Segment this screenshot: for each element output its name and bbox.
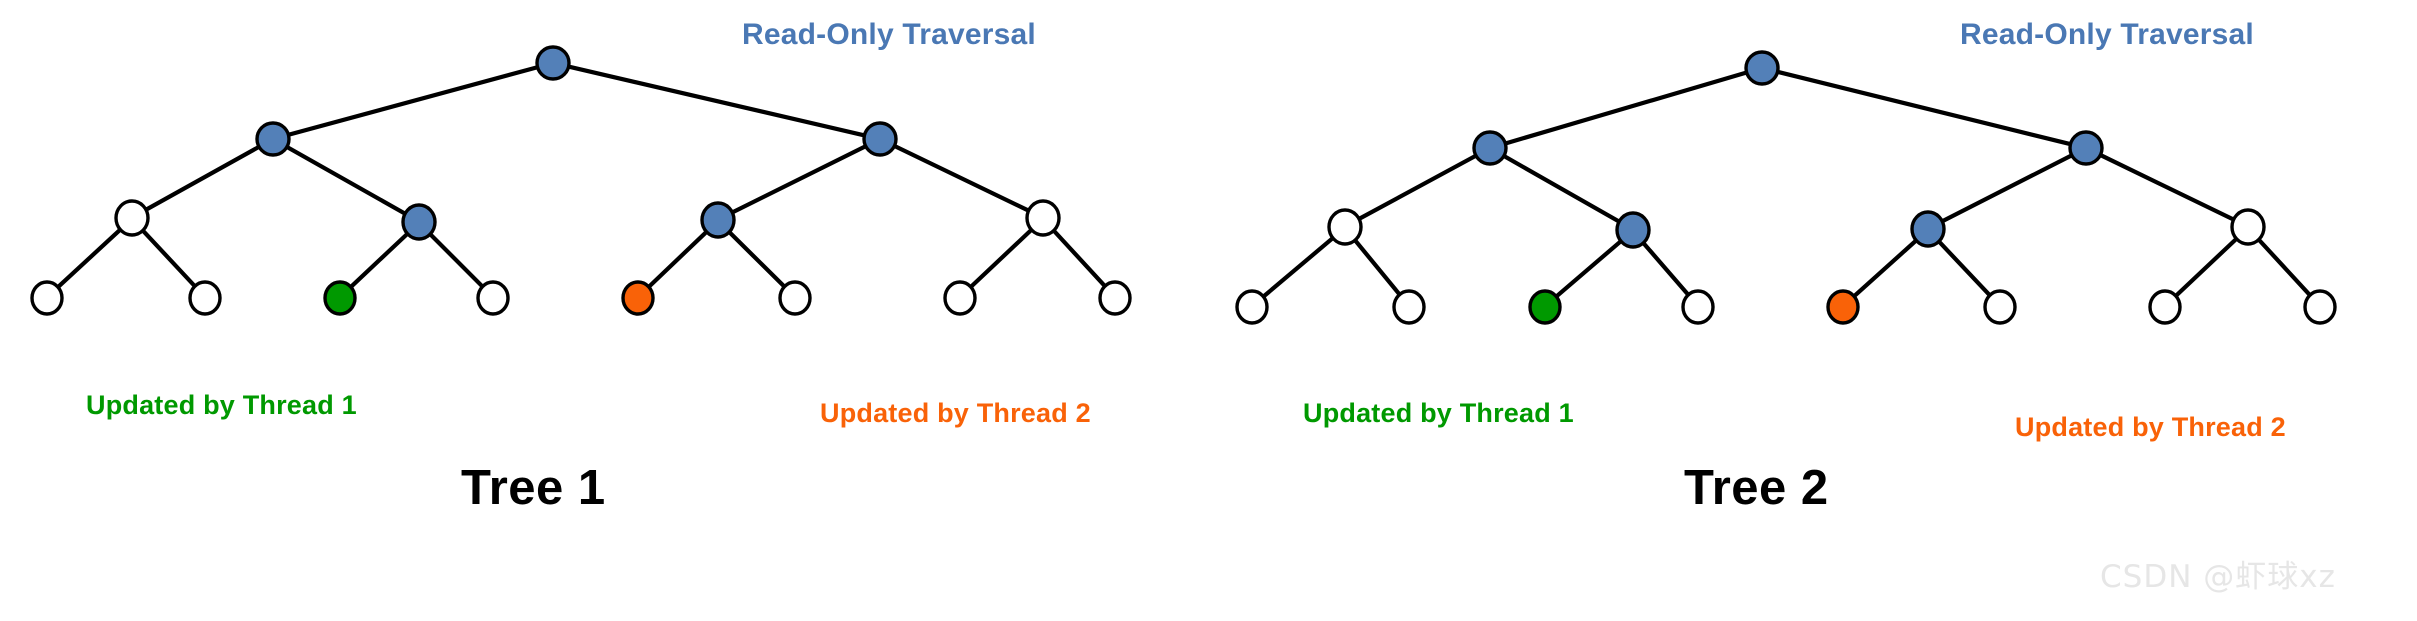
tree-edge (1050, 227, 1108, 290)
tree-edge (1260, 235, 1336, 300)
leaf-node-8[interactable] (1098, 280, 1132, 316)
tree-edge (54, 226, 124, 291)
root-node[interactable] (1744, 50, 1780, 86)
tree-1-read-only-traversal-label: Read-Only Traversal (742, 18, 1036, 51)
tree-2-updated-by-thread-2-label: Updated by Thread 2 (2015, 412, 2286, 442)
tree-1-updated-by-thread-2-label: Updated by Thread 2 (820, 398, 1091, 428)
tree-1-updated-by-thread-1-label: Updated by Thread 1 (86, 390, 357, 420)
leaf-node-2[interactable] (1392, 289, 1426, 325)
level2-node-1[interactable] (1327, 208, 1363, 246)
leaf-node-6[interactable] (1983, 289, 2017, 325)
leaf-node-6[interactable] (778, 280, 812, 316)
level1-right-node[interactable] (862, 121, 898, 157)
level2-node-4[interactable] (2230, 208, 2266, 246)
tree-edge (347, 230, 411, 290)
leaf-node-3[interactable] (323, 280, 357, 316)
tree-edge (139, 227, 198, 290)
level1-right-node[interactable] (2068, 130, 2104, 166)
tree-edge (142, 144, 263, 213)
tree-edge (283, 144, 409, 217)
tree-2-read-only-traversal-label: Read-Only Traversal (1960, 18, 2254, 51)
tree-edge (967, 226, 1035, 290)
tree-2-title: Tree 2 (1684, 461, 1829, 515)
tree-edge (1938, 152, 2076, 224)
tree-edge (427, 231, 486, 290)
tree-edge (2255, 236, 2313, 299)
leaf-node-7[interactable] (2148, 289, 2182, 325)
tree-edge (2097, 152, 2237, 223)
level2-node-1[interactable] (114, 199, 150, 237)
tree-nodes (30, 45, 1132, 316)
tree-edge (1640, 239, 1692, 298)
csdn-watermark: CSDN @虾球xz (2100, 559, 2336, 595)
level2-node-3[interactable] (700, 201, 736, 239)
tree-2-graph (1235, 50, 2337, 325)
tree-edge (1935, 238, 1993, 299)
tree-1-graph (30, 45, 1132, 316)
tree-edge (1502, 70, 1750, 146)
leaf-node-2[interactable] (188, 280, 222, 316)
level2-node-2[interactable] (1615, 211, 1651, 249)
leaf-node-5[interactable] (621, 280, 655, 316)
level2-node-2[interactable] (401, 203, 437, 241)
tree-edge (1352, 237, 1403, 298)
tree-edge (2172, 235, 2240, 299)
leaf-node-4[interactable] (476, 280, 510, 316)
root-node[interactable] (535, 45, 571, 81)
tree-2-panel (1230, 0, 2417, 621)
tree-edge (1851, 237, 1920, 300)
tree-1-panel (0, 0, 1200, 621)
tree-edge (645, 228, 710, 290)
tree-edge (1774, 69, 2074, 147)
leaf-node-5[interactable] (1826, 289, 1860, 325)
level1-left-node[interactable] (255, 121, 291, 157)
tree-2-updated-by-thread-1-label: Updated by Thread 1 (1303, 398, 1574, 428)
tree-edge (729, 143, 869, 216)
leaf-node-1[interactable] (30, 280, 64, 316)
level2-node-4[interactable] (1025, 199, 1061, 237)
tree-edge (1553, 238, 1625, 300)
level1-left-node[interactable] (1472, 130, 1508, 166)
leaf-node-8[interactable] (2303, 289, 2337, 325)
tree-edge (726, 229, 788, 290)
tree-edge (1500, 153, 1623, 225)
leaf-node-7[interactable] (943, 280, 977, 316)
leaf-node-4[interactable] (1681, 289, 1715, 325)
tree-edge (565, 64, 868, 138)
level2-node-3[interactable] (1910, 210, 1946, 248)
tree-edges (54, 64, 1108, 291)
leaf-node-1[interactable] (1235, 289, 1269, 325)
tree-edge (1355, 152, 1480, 222)
tree-edges (1260, 69, 2313, 300)
leaf-node-3[interactable] (1528, 289, 1562, 325)
tree-edge (891, 143, 1032, 214)
tree-1-title: Tree 1 (461, 461, 606, 515)
tree-nodes (1235, 50, 2337, 325)
tree-edge (285, 64, 541, 138)
